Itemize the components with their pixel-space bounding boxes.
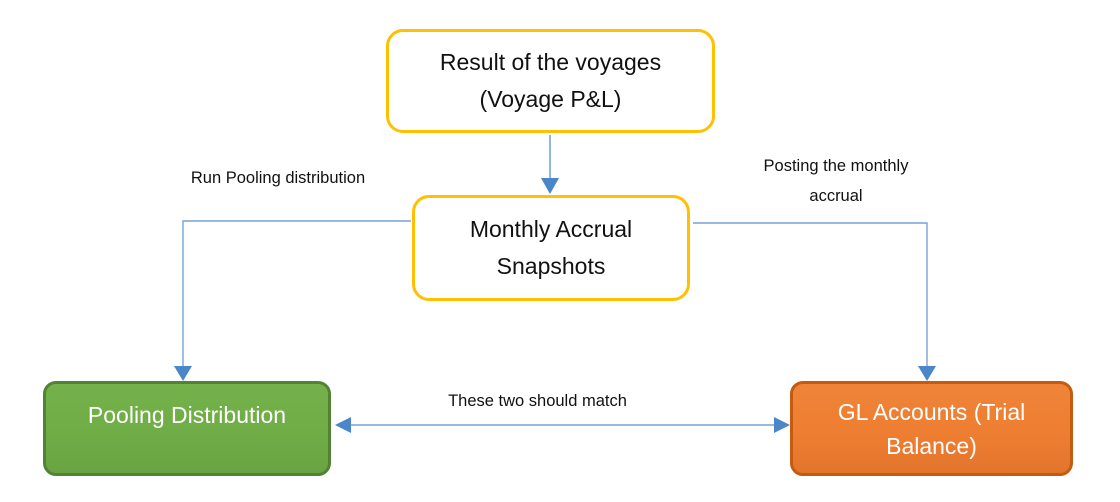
edge-label-these-two-should-match: These two should match — [448, 392, 627, 410]
edge-label-posting-line1: Posting the monthly — [763, 157, 909, 175]
connector-accrual-to-gl — [693, 222, 936, 381]
node-monthly-accrual-line1: Monthly Accrual — [469, 216, 633, 242]
node-monthly-accrual-snapshots: Monthly Accrual Snapshots — [412, 195, 690, 301]
arrow-voyages-to-accrual — [541, 135, 559, 194]
node-result-of-voyages-line1: Result of the voyages — [439, 49, 662, 75]
node-gl-accounts: GL Accounts (Trial Balance) — [790, 381, 1073, 476]
node-gl-accounts-line2: Balance) — [886, 432, 977, 459]
node-pooling-distribution-label: Pooling Distribution — [87, 402, 287, 428]
connector-accrual-to-pooling — [174, 220, 411, 381]
node-pooling-distribution: Pooling Distribution — [43, 381, 331, 476]
edge-label-posting-line2: accrual — [809, 187, 863, 205]
node-gl-accounts-line1: GL Accounts (Trial — [837, 398, 1026, 425]
edge-label-posting-monthly-accrual: Posting the monthly accrual — [736, 151, 936, 211]
arrow-match-bidirectional — [335, 417, 790, 433]
edge-label-run-pooling-distribution: Run Pooling distribution — [190, 169, 366, 187]
node-monthly-accrual-line2: Snapshots — [496, 253, 606, 279]
node-result-of-voyages: Result of the voyages (Voyage P&L) — [386, 29, 715, 133]
node-result-of-voyages-line2: (Voyage P&L) — [479, 86, 622, 112]
